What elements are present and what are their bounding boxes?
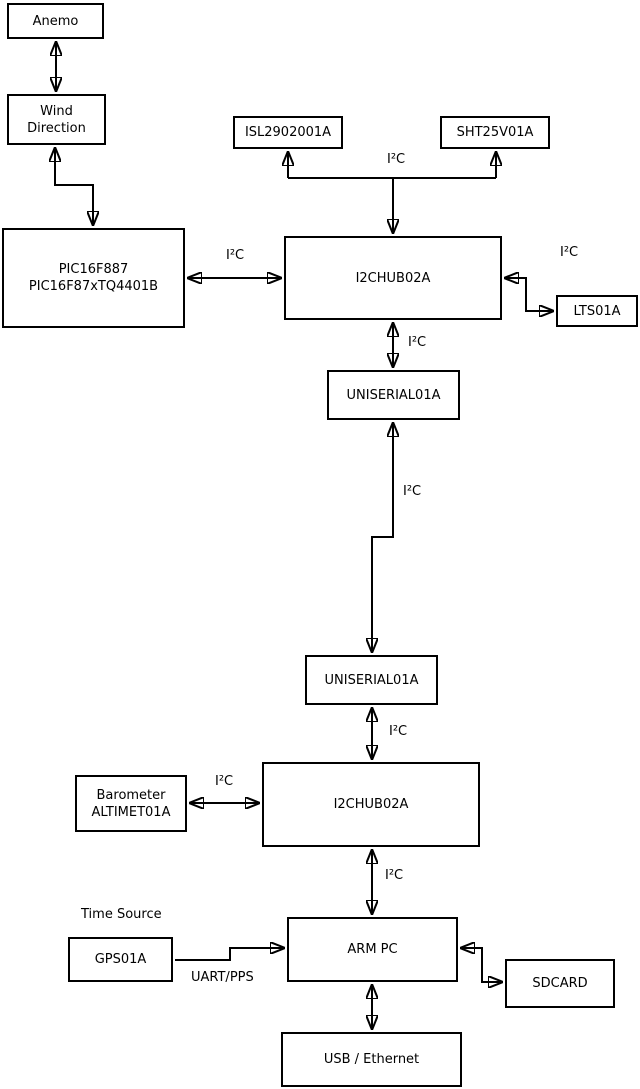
lts-node: LTS01A [556,295,638,327]
wind-direction-node: Wind Direction [7,94,106,145]
pic-label-line2: PIC16F87xTQ4401B [28,279,159,294]
edge-wind-pic [55,147,93,226]
anemo-node: Anemo [7,3,104,39]
anemo-label: Anemo [32,13,79,29]
edge-gps-armpc [175,948,285,961]
edge-label-uniserial-link: I²C [403,484,422,499]
edge-label-pic-hub: I²C [226,248,245,263]
uniserial-bottom-label: UNISERIAL01A [324,672,419,688]
pic-node: PIC16F887 PIC16F87xTQ4401B [2,228,185,328]
pic-label-line1: PIC16F887 [58,262,129,277]
isl-sensor-node: ISL2902001A [233,116,343,149]
edge-hub1-lts [504,278,554,311]
edge-armpc-sdcard [460,948,503,982]
i2c-hub-bottom-node: I2CHUB02A [262,762,480,847]
gps-label: GPS01A [94,952,147,967]
i2c-hub-top-node: I2CHUB02A [284,236,502,320]
barometer-node: Barometer ALTIMET01A [75,775,187,832]
uniserial-top-label: UNISERIAL01A [346,387,441,403]
gps-node: GPS01A [68,937,173,982]
time-source-label: Time Source [81,907,162,922]
i2c-hub-bottom-label: I2CHUB02A [333,797,409,812]
barometer-label-line1: Barometer [96,787,166,803]
sht-sensor-label: SHT25V01A [456,125,534,140]
arm-pc-node: ARM PC [287,917,458,982]
wind-direction-label-line2: Direction [27,120,86,136]
lts-label: LTS01A [573,303,621,319]
uniserial-top-node: UNISERIAL01A [327,370,460,420]
barometer-label-line2: ALTIMET01A [91,804,171,820]
edge-label-uniserial-hub2: I²C [389,724,408,739]
usb-ethernet-label: USB / Ethernet [323,1052,420,1067]
edge-label-barometer-hub2: I²C [215,774,234,789]
sht-sensor-node: SHT25V01A [440,116,550,149]
isl-sensor-label: ISL2902001A [244,125,332,140]
edge-label-hub2-armpc: I²C [385,868,404,883]
usb-ethernet-node: USB / Ethernet [281,1032,462,1087]
i2c-hub-top-label: I2CHUB02A [355,270,431,286]
sdcard-node: SDCARD [505,959,615,1008]
uniserial-bottom-node: UNISERIAL01A [305,655,438,705]
sdcard-label: SDCARD [532,976,588,991]
edge-uniserial1-uniserial2 [372,422,393,653]
wind-direction-label-line1: Wind [40,103,73,119]
arm-pc-label: ARM PC [347,942,398,957]
uart-pps-label: UART/PPS [191,970,254,985]
edge-label-sensors-bus: I²C [387,152,406,167]
edge-label-hub-lts: I²C [560,245,579,260]
edge-label-hub-uniserial: I²C [408,335,427,350]
